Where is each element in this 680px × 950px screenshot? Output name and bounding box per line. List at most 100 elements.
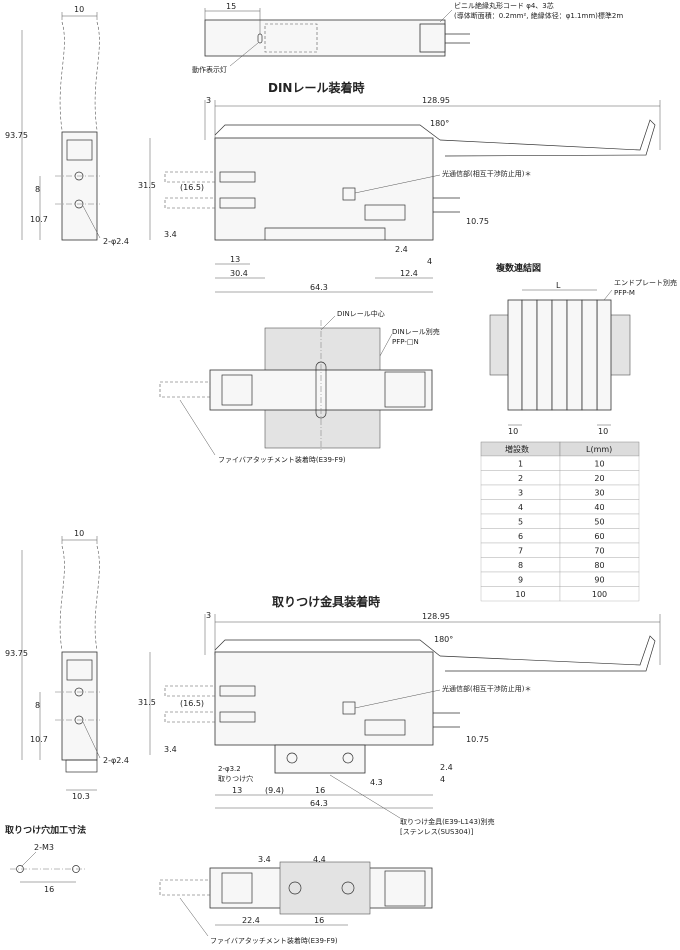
indicator-window: [264, 23, 318, 53]
mount-dim-16-5: (16.5): [180, 699, 204, 708]
mount-hole-left: [286, 752, 298, 764]
mount-dim-64-3: 64.3: [310, 799, 328, 808]
multi-unit-5: [581, 299, 598, 411]
side-mount-10-3: 10.3: [72, 792, 90, 801]
multi-endplate-2: PFP-M: [614, 289, 635, 297]
hole-pattern-16: 16: [44, 885, 54, 894]
table-cell-count: 9: [518, 576, 523, 585]
din-dim-128-95: 128.95: [422, 96, 450, 105]
table-cell-count: 7: [518, 547, 523, 556]
hole-pattern-heading: 取りつけ穴加工寸法: [5, 824, 86, 836]
din-optical-label: 光通信部(相互干渉防止用)＊: [442, 169, 531, 178]
mount-arrow-in: [219, 685, 256, 697]
din-fiber-upper: [164, 171, 216, 183]
table-cell-length: 50: [594, 518, 604, 527]
din-dim-30-4: 30.4: [230, 269, 248, 278]
din-dim-64-3: 64.3: [310, 283, 328, 292]
table-cell-length: 70: [594, 547, 604, 556]
din-dim-16-5: (16.5): [180, 183, 204, 192]
din-dim-31-5: 31.5: [138, 181, 156, 190]
multi-unit-1: [521, 299, 538, 411]
din-dim-12-4: 12.4: [400, 269, 418, 278]
mount-bracket-label-1: 取りつけ金具(E39-L143)別売: [400, 817, 495, 826]
mount-heading: 取りつけ金具装着時: [272, 594, 380, 609]
mount-bracket: [274, 744, 366, 774]
side-mount-8: 8: [35, 701, 40, 710]
table-cell-count: 8: [518, 561, 523, 570]
mount-fiber-upper: [164, 685, 216, 697]
din-dim-3: 3: [206, 96, 211, 105]
multi-heading: 複数連結図: [495, 262, 541, 274]
din-rail-sold-1: DINレール別売: [392, 327, 440, 336]
table-cell-length: 80: [594, 561, 604, 570]
din-heading: DINレール装着時: [268, 80, 364, 95]
mount-body: [214, 651, 434, 746]
side-din-fiber: [59, 21, 100, 131]
mount-hole-label-2: 取りつけ穴: [218, 774, 253, 783]
mount-dim-3: 3: [206, 611, 211, 620]
din-dim-13: 13: [230, 255, 240, 264]
mount-bracket-label-2: [ステンレス(SUS304)]: [400, 828, 474, 836]
table-cell-length: 10: [594, 460, 604, 469]
top-view-connector: [419, 23, 446, 53]
table-header-count: 増設数: [505, 444, 529, 454]
top-view: 15 ビニル絶縁丸形コード φ4、3芯 (導体断面積：0.2mm², 絶縁体径：…: [192, 1, 623, 74]
hole-pattern: 取りつけ穴加工寸法 2-M3 16: [5, 824, 86, 894]
mount-bottom-bracket: [279, 861, 371, 915]
din-arrow-in: [219, 171, 256, 183]
mount-cover-top: [214, 639, 441, 657]
multi-l-label: L: [556, 281, 561, 290]
table-cell-length: 40: [594, 503, 604, 512]
mount-cover-open: [439, 635, 656, 672]
din-dim-180: 180°: [430, 119, 449, 128]
side-view-mount: 10 93.75 8 10.7 2-φ2.4 10.3: [5, 529, 129, 801]
mount-label-plate: [364, 719, 406, 736]
table-cell-box: [559, 586, 640, 602]
din-bottom-block: [221, 374, 253, 406]
mount-bottom-16: 16: [314, 916, 324, 925]
table-cell-count: 10: [515, 590, 525, 599]
side-mount-width: 10: [74, 529, 84, 538]
side-mount-93-75: 93.75: [5, 649, 28, 658]
mount-hole-label-1: 2-φ3.2: [218, 765, 241, 773]
side-mount-top-block: [66, 659, 93, 681]
table-cell-length: 60: [594, 532, 604, 541]
side-view-din: 10 93.75 8 10.7 2-φ2.4: [5, 5, 129, 246]
table-cell-count: 2: [518, 474, 523, 483]
mount-bottom-3-4: 3.4: [258, 855, 271, 864]
multi-unit-3: [551, 299, 568, 411]
mount-dim-16: 16: [315, 786, 325, 795]
mount-bottom-hole-right: [341, 881, 355, 895]
side-mount-10-7: 10.7: [30, 735, 48, 744]
din-fiber-lower: [164, 197, 216, 209]
mount-optical-label: 光通信部(相互干渉防止用)＊: [442, 684, 531, 693]
din-bottom-view: DINレール中心 DINレール別売 PFP-□N ファイバアタッチメント装着時(…: [159, 309, 440, 464]
table-cell-length: 100: [592, 590, 607, 599]
mount-bottom-view: 3.4 4.4 22.4 16 ファイバアタッチメント装着時(E39-F9): [159, 855, 433, 945]
din-optical-port: [342, 187, 356, 201]
side-din-hole: 2-φ2.4: [103, 237, 129, 246]
dim-15: 15: [226, 2, 236, 11]
din-rail-center: DINレール中心: [337, 309, 385, 318]
din-bottom-fiber: [159, 381, 211, 398]
table-cell-count: 1: [518, 460, 523, 469]
mount-dim-128-95: 128.95: [422, 612, 450, 621]
mount-dim-3-4: 3.4: [164, 745, 177, 754]
multi-endplate-left: [507, 299, 523, 411]
mount-dim-4-3: 4.3: [370, 778, 383, 787]
multi-unit-4: [566, 299, 583, 411]
mount-dim-2-4: 2.4: [440, 763, 453, 772]
mount-dim-4: 4: [440, 775, 445, 784]
din-dim-4: 4: [427, 257, 432, 266]
table-cell-length: 20: [594, 474, 604, 483]
multi-connection: 複数連結図 L エンドプレート別売 PFP-M 10 10: [489, 262, 677, 436]
side-din-10-7: 10.7: [30, 215, 48, 224]
table-cell-count: 5: [518, 518, 523, 527]
din-bottom-connector: [384, 371, 426, 408]
mount-bottom-block: [221, 872, 253, 904]
side-din-93-75: 93.75: [5, 131, 28, 140]
mount-arrow-out: [219, 711, 256, 723]
side-din-width: 10: [74, 5, 84, 14]
